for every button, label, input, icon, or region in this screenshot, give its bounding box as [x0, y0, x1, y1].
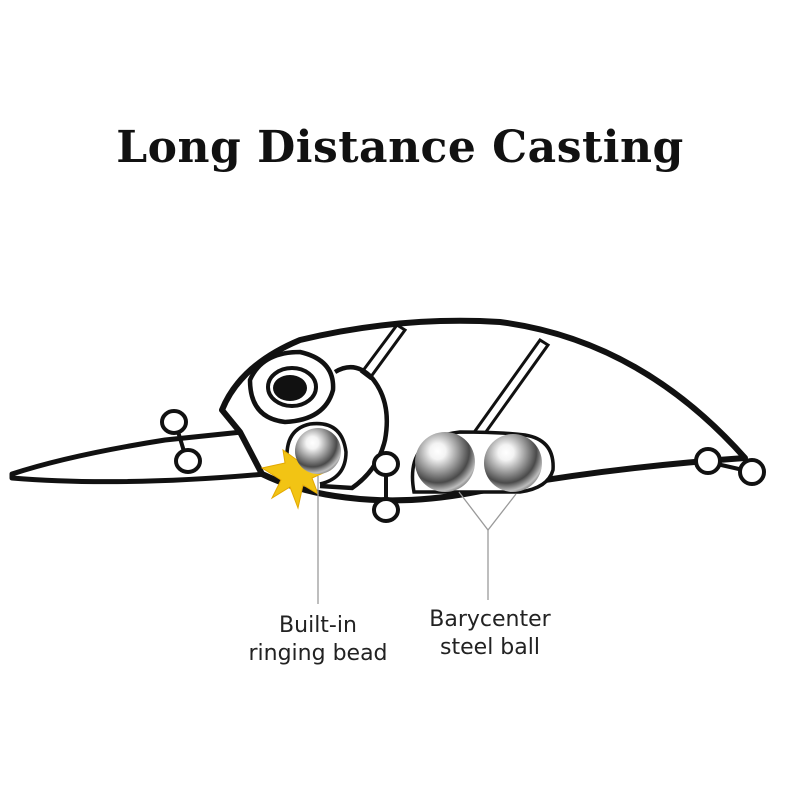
- steel-ball-rear: [484, 434, 542, 492]
- rattle-spark-icon: [260, 444, 332, 510]
- steel-ball-label-line2: steel ball: [440, 635, 540, 660]
- tail-hook-eyelet: [694, 447, 766, 486]
- steel-ball-label-line1: Barycenter: [429, 607, 551, 632]
- steel-ball-label: Barycenter steel ball: [405, 606, 575, 662]
- belly-hook-eyelet: [372, 451, 400, 523]
- steel-ball-front: [415, 432, 475, 492]
- ringing-bead: [295, 428, 341, 474]
- ringing-bead-label: Built-in ringing bead: [228, 612, 408, 668]
- diagram-title: Long Distance Casting: [116, 122, 684, 173]
- steel-leader-line: [458, 491, 517, 532]
- eye-pupil: [273, 375, 307, 401]
- line-tie-eyelet: [160, 409, 202, 474]
- lure-lip: [9, 429, 266, 485]
- gill-plate: [319, 364, 390, 491]
- ringing-bead-label-line1: Built-in: [279, 613, 357, 638]
- ringing-bead-label-line2: ringing bead: [248, 641, 388, 666]
